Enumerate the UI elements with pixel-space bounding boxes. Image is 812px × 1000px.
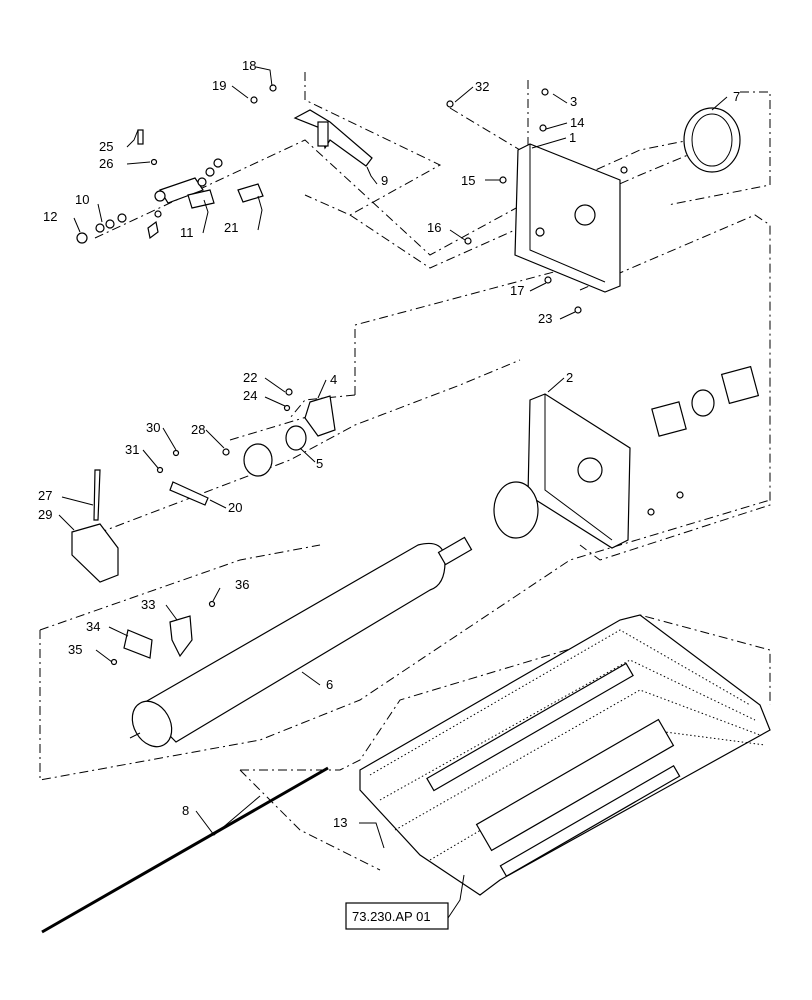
lower-bearing-plate [493,365,760,549]
callout-8: 8 [182,803,189,818]
callout-4: 4 [330,372,337,387]
callout-3: 3 [570,94,577,109]
callout-33: 33 [141,597,155,612]
roller-tube [129,536,473,748]
perforated-screen [359,614,771,896]
callout-7: 7 [733,89,740,104]
callout-9: 9 [381,173,388,188]
callout-22: 22 [243,370,257,385]
callout-6: 6 [326,677,333,692]
callout-30: 30 [146,420,160,435]
callout-23: 23 [538,311,552,326]
callout-11: 11 [180,225,194,240]
callout-20: 20 [228,500,242,515]
leader-lines [58,66,728,919]
callout-18: 18 [242,58,256,73]
reference-label: 73.230.AP 01 [352,909,431,924]
callout-13: 13 [333,815,347,830]
callout-17: 17 [510,283,524,298]
callout-34: 34 [86,619,100,634]
callout-labels: 18 19 25 26 10 12 11 21 9 32 3 14 1 15 1… [38,58,740,830]
callout-19: 19 [212,78,226,93]
callout-27: 27 [38,488,52,503]
callout-14: 14 [570,115,584,130]
callout-12: 12 [43,209,57,224]
roller-brackets [110,600,216,666]
upper-mounting-plate [446,88,741,314]
rod [41,766,329,934]
callout-28: 28 [191,422,205,437]
reference-box: 73.230.AP 01 [345,902,449,930]
callout-21: 21 [224,220,238,235]
callout-16: 16 [427,220,441,235]
linkage-assembly [76,84,373,244]
callout-31: 31 [125,442,139,457]
callout-26: 26 [99,156,113,171]
callout-29: 29 [38,507,52,522]
callout-10: 10 [75,192,89,207]
callout-24: 24 [243,388,257,403]
callout-5: 5 [316,456,323,471]
callout-2: 2 [566,370,573,385]
callout-1: 1 [569,130,576,145]
callout-15: 15 [461,173,475,188]
callout-25: 25 [99,139,113,154]
assembly-guide-lines [39,72,771,871]
callout-36: 36 [235,577,249,592]
bearing-assembly [71,388,336,583]
callout-32: 32 [475,79,489,94]
callout-35: 35 [68,642,82,657]
